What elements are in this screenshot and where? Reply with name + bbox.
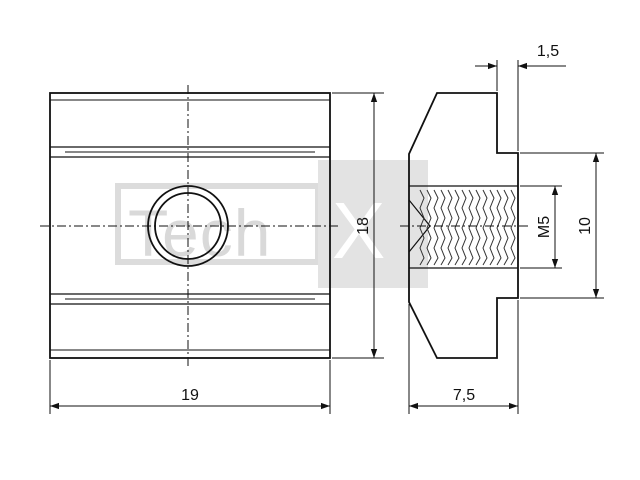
dimension-label-7-5: 7,5 [453, 387, 475, 404]
thread-stroke [447, 189, 453, 266]
dimension-label-1-5: 1,5 [537, 43, 559, 60]
thread-stroke [482, 189, 488, 266]
dimension-thread [520, 185, 562, 269]
thread-pattern [419, 189, 516, 266]
dimension-width-side [408, 300, 519, 414]
dimension-label-10: 10 [577, 217, 594, 235]
dimension-thread-height [520, 152, 604, 299]
side-view [400, 92, 528, 359]
dimension-label-19: 19 [181, 387, 199, 404]
thread-stroke [433, 189, 439, 266]
front-view [40, 85, 340, 368]
dimension-width-front [49, 360, 331, 414]
dimension-height-front [332, 92, 384, 359]
thread-stroke [440, 189, 446, 266]
dimension-label-18: 18 [355, 217, 372, 235]
thread-stroke [503, 189, 509, 266]
thread-stroke [475, 189, 481, 266]
thread-stroke [496, 189, 502, 266]
thread-stroke [461, 189, 467, 266]
thread-stroke [489, 189, 495, 266]
thread-stroke [510, 189, 516, 266]
thread-stroke [419, 189, 425, 266]
side-view-outline [408, 92, 519, 359]
dimension-flange [475, 60, 566, 151]
thread-stroke [468, 189, 474, 266]
thread-stroke [454, 189, 460, 266]
watermark: Tech X [115, 160, 428, 288]
thread-stroke [426, 189, 432, 266]
dimension-label-m5: M5 [536, 216, 553, 238]
